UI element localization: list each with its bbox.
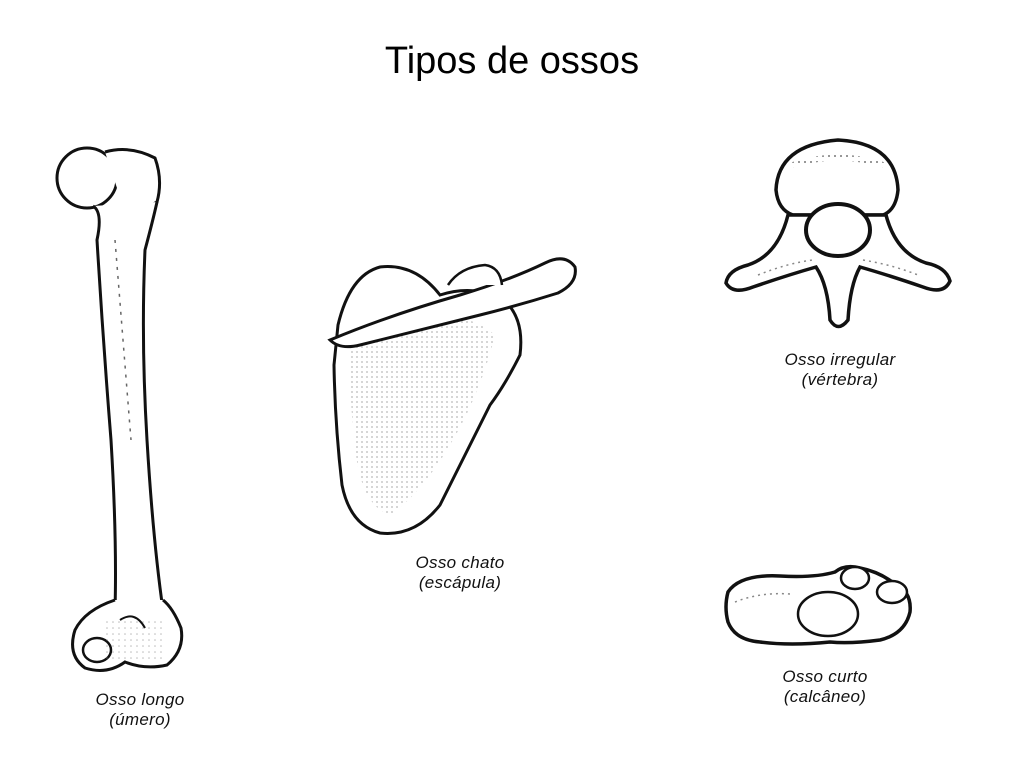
slide-title: Tipos de ossos	[384, 40, 640, 82]
bone-type-label: Osso chato	[415, 553, 505, 572]
caption-flat-bone: Osso chato (escápula)	[380, 553, 540, 593]
bone-type-label: Osso irregular	[784, 350, 896, 369]
bone-type-label: Osso curto	[782, 667, 868, 686]
vertebra-illustration	[724, 138, 952, 329]
humerus-illustration	[55, 146, 184, 672]
bone-example-label: (escápula)	[418, 573, 502, 592]
caption-irregular-bone: Osso irregular (vértebra)	[755, 350, 925, 390]
caption-short-bone: Osso curto (calcâneo)	[740, 667, 910, 707]
bone-example-label: (calcâneo)	[783, 687, 867, 706]
bone-example-label: (úmero)	[109, 710, 171, 729]
bone-type-label: Osso longo	[95, 690, 185, 709]
scapula-illustration	[327, 257, 577, 535]
calcaneus-illustration	[724, 564, 912, 646]
bone-example-label: (vértebra)	[801, 370, 879, 389]
caption-long-bone: Osso longo (úmero)	[60, 690, 220, 730]
